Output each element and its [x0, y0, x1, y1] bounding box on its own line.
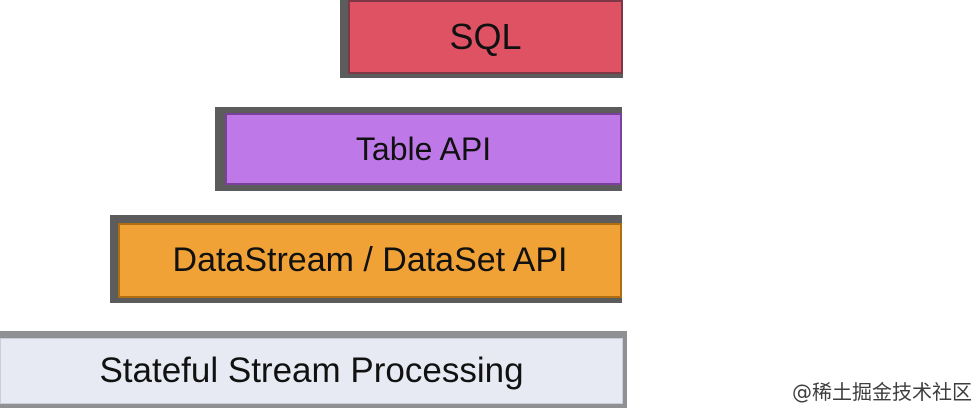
layer-sql-label: SQL — [449, 16, 522, 57]
layer-stateful-stream-processing-label: Stateful Stream Processing — [99, 351, 524, 390]
layer-datastream-dataset-api-label: DataStream / DataSet API — [172, 241, 568, 279]
layer-datastream-dataset-api-box: DataStream / DataSet API — [118, 223, 622, 298]
layer-table-api-box: Table API — [225, 113, 622, 185]
layer-sql-box: SQL — [348, 0, 623, 74]
juejin-watermark: @稀土掘金技术社区 — [792, 380, 972, 404]
layer-table-api-label: Table API — [355, 130, 492, 167]
layer-stateful-stream-processing-box: Stateful Stream Processing — [0, 338, 623, 404]
